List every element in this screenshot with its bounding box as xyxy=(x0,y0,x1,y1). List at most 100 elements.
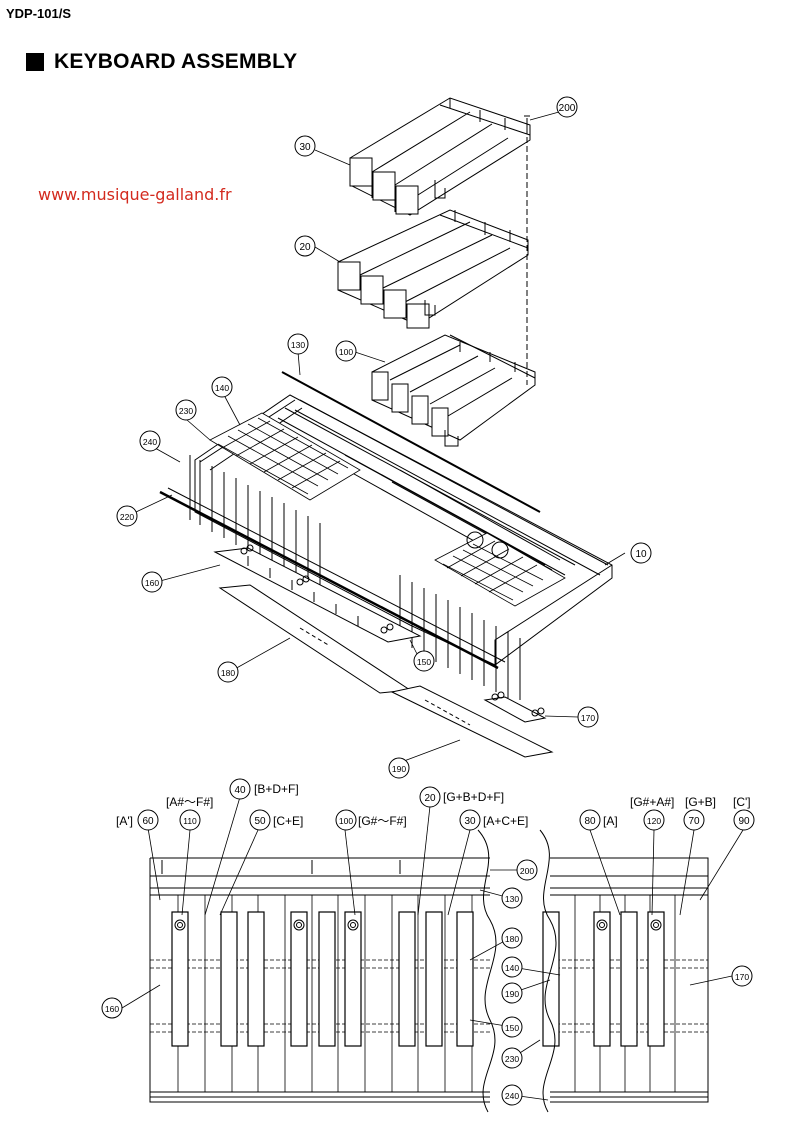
key-labels: [A'] [A#～F#] [B+D+F] [C+E] [G#～F#] [G+B+… xyxy=(116,782,751,828)
callout-190-b: 190 xyxy=(501,982,523,1004)
svg-text:180: 180 xyxy=(221,668,235,678)
svg-text:240: 240 xyxy=(143,437,157,447)
rail-130 xyxy=(281,371,541,513)
svg-text:180: 180 xyxy=(505,934,519,944)
svg-text:30: 30 xyxy=(299,142,311,153)
callout-20: 20 xyxy=(294,235,316,257)
svg-text:190: 190 xyxy=(505,989,519,999)
svg-text:140: 140 xyxy=(215,383,229,393)
callouts-top: 30 200 20 130 100 140 230 240 220 10 160… xyxy=(116,96,652,779)
label-c-prime: [C'] xyxy=(733,795,751,809)
svg-text:20: 20 xyxy=(424,793,436,804)
callout-100-b: 100 xyxy=(335,809,357,831)
label-ace: [A+C+E] xyxy=(483,814,528,828)
callout-100: 100 xyxy=(335,340,357,362)
callout-160: 160 xyxy=(141,571,163,593)
callout-180-b: 180 xyxy=(501,927,523,949)
svg-text:240: 240 xyxy=(505,1091,519,1101)
front-view xyxy=(149,829,709,1113)
svg-text:200: 200 xyxy=(559,103,576,114)
callout-60: 60 xyxy=(137,809,159,831)
key-group-20 xyxy=(337,209,529,329)
svg-text:160: 160 xyxy=(145,578,159,588)
callout-220: 220 xyxy=(116,505,138,527)
callout-160-b: 160 xyxy=(101,997,123,1019)
svg-text:100: 100 xyxy=(339,816,353,826)
svg-text:230: 230 xyxy=(179,406,193,416)
label-ce: [C+E] xyxy=(273,814,303,828)
callout-110: 110 xyxy=(179,809,201,831)
callout-20-b: 20 xyxy=(419,786,441,808)
svg-text:60: 60 xyxy=(142,816,154,827)
callout-50: 50 xyxy=(249,809,271,831)
svg-text:10: 10 xyxy=(635,549,647,560)
svg-text:30: 30 xyxy=(464,816,476,827)
svg-text:160: 160 xyxy=(105,1004,119,1014)
callout-130: 130 xyxy=(287,333,309,355)
svg-text:110: 110 xyxy=(183,816,197,826)
svg-text:100: 100 xyxy=(339,347,353,357)
svg-text:190: 190 xyxy=(392,764,406,774)
svg-text:80: 80 xyxy=(584,816,596,827)
label-gs-as: [G#+A#] xyxy=(630,795,674,809)
callout-180: 180 xyxy=(217,661,239,683)
contact-board-170 xyxy=(483,691,547,723)
callout-170: 170 xyxy=(577,706,599,728)
label-a: [A] xyxy=(603,814,618,828)
label-bdf: [B+D+F] xyxy=(254,782,299,796)
svg-text:70: 70 xyxy=(688,816,700,827)
section-title: KEYBOARD ASSEMBLY xyxy=(26,50,297,74)
callout-230: 230 xyxy=(175,399,197,421)
contact-board-160 xyxy=(213,544,422,643)
svg-text:40: 40 xyxy=(234,785,246,796)
callout-240-b: 240 xyxy=(501,1084,523,1106)
callout-200: 200 xyxy=(556,96,578,118)
svg-text:230: 230 xyxy=(505,1054,519,1064)
callout-30: 30 xyxy=(294,135,316,157)
callout-120: 120 xyxy=(643,809,665,831)
callout-80: 80 xyxy=(579,809,601,831)
callout-40: 40 xyxy=(229,778,251,800)
callout-190: 190 xyxy=(388,757,410,779)
callout-70: 70 xyxy=(683,809,705,831)
keyboard-frame-10 xyxy=(189,394,613,700)
svg-text:130: 130 xyxy=(505,894,519,904)
label-gbdf: [G+B+D+F] xyxy=(443,790,504,804)
svg-text:130: 130 xyxy=(291,340,305,350)
callout-150-b: 150 xyxy=(501,1016,523,1038)
watermark-url: www.musique-galland.fr xyxy=(38,185,232,204)
screw-200 xyxy=(524,115,530,128)
svg-text:220: 220 xyxy=(120,512,134,522)
model-number: YDP-101/S xyxy=(6,6,72,21)
callout-130-b: 130 xyxy=(501,887,523,909)
callout-240: 240 xyxy=(139,430,161,452)
svg-text:90: 90 xyxy=(738,816,750,827)
svg-text:120: 120 xyxy=(647,816,661,826)
key-group-30 xyxy=(349,97,531,216)
section-title-text: KEYBOARD ASSEMBLY xyxy=(54,50,298,73)
label-a-prime: [A'] xyxy=(116,814,133,828)
callout-140: 140 xyxy=(211,376,233,398)
svg-text:170: 170 xyxy=(581,713,595,723)
key-group-100 xyxy=(371,334,536,447)
svg-text:20: 20 xyxy=(299,242,311,253)
callout-150: 150 xyxy=(413,650,435,672)
section-bullet-icon xyxy=(26,53,44,71)
svg-text:50: 50 xyxy=(254,816,266,827)
rail-220 xyxy=(159,490,499,670)
label-as-fs: [A#～F#] xyxy=(166,795,213,809)
svg-text:150: 150 xyxy=(505,1023,519,1033)
callout-10: 10 xyxy=(630,542,652,564)
callout-230-b: 230 xyxy=(501,1047,523,1069)
svg-text:200: 200 xyxy=(520,866,534,876)
svg-text:140: 140 xyxy=(505,963,519,973)
label-gs-fs: [G#～F#] xyxy=(358,814,407,828)
svg-text:170: 170 xyxy=(735,972,749,982)
callouts-bottom: 60 110 40 50 100 20 30 80 120 70 90 200 … xyxy=(101,778,755,1106)
label-gb: [G+B] xyxy=(685,795,716,809)
callout-140-b: 140 xyxy=(501,956,523,978)
svg-text:150: 150 xyxy=(417,657,431,667)
callout-200-b: 200 xyxy=(516,859,538,881)
callout-170-b: 170 xyxy=(731,965,753,987)
